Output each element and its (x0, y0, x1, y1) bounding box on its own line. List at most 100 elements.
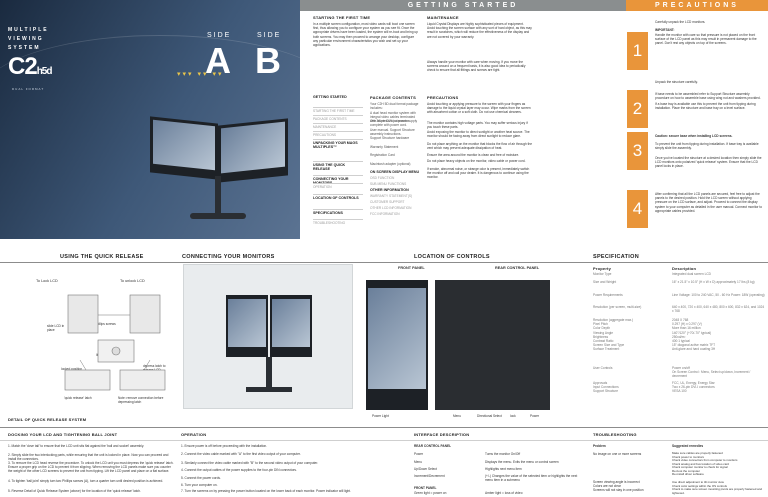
trouble-col-remedies: Suggested remedies (672, 444, 704, 448)
trouble-problem: Screen viewing angle is incorrect Colors… (593, 480, 644, 493)
spec-description: 640 x 400, 720 x 400, 640 x 480, 800 x 6… (672, 305, 765, 314)
troubleshooting-title: TROUBLESHOOTING (593, 432, 637, 437)
interface-control: Menu (414, 460, 422, 464)
to-lock-label: To Lock LCD (36, 279, 58, 283)
toc-item: PACKAGE CONTENTS (313, 117, 347, 121)
toc-item: LOCATION OF CONTROLS (313, 196, 359, 200)
package-item: Registration Card (370, 153, 395, 157)
step-body: If a base tray is available use this to … (655, 102, 756, 111)
control-label: Menu (453, 414, 461, 418)
toc-rule (313, 131, 363, 132)
interface-description: Highlights next menu item (485, 467, 522, 471)
interface-front-green: Green light = power on (414, 491, 447, 495)
toc-item: CUSTOMER SUPPORT (370, 200, 405, 204)
spec-property: Approvals Input Connections Support Stru… (593, 381, 619, 394)
package-item: Warranty Statement (370, 144, 399, 149)
spec-property: Monitor Type (593, 272, 612, 276)
operation-title: OPERATION (181, 432, 207, 437)
maintenance-body-1: Liquid Crystal Displays are highly sophi… (427, 22, 532, 39)
toc-rule (313, 183, 363, 184)
precaution-item: Avoid touching or applying pressure to t… (427, 102, 531, 115)
to-unlock-label: To unlock LCD (120, 279, 145, 283)
interface-control: Increment/Decrement (414, 474, 445, 478)
decorative-arrows: ▾▾▾ ▾▾ ▾▾ (177, 71, 224, 78)
interface-control: Up/Down Select (414, 467, 437, 471)
precautions-title: PRECAUTIONS (427, 95, 459, 100)
precaution-item: Ensure the area around the monitor is cl… (427, 153, 520, 157)
docking-step: 5. Reverse Detail of Quick Release Syste… (8, 489, 141, 493)
docking-step: 3. To remove the LCD head reverse the pr… (8, 461, 174, 474)
step-pre-text: Unpack the structure carefully. (655, 80, 698, 84)
quick-release-title: USING THE QUICK RELEASE (60, 254, 144, 260)
package-item: Your C2H 5D dual format package includes… (370, 102, 419, 111)
slide-lcd-label: slide LCD in place (47, 324, 65, 333)
control-label: lock (510, 414, 516, 418)
spec-property: Power Requirements (593, 293, 623, 297)
toc-item: UNPACKING YOUR MAGS MULTIPLES™ (313, 141, 358, 150)
docking-step: 2. Simply slide the two interlocking par… (8, 453, 169, 462)
docking-step: 1. Match the 'dove tail' to ensure that … (8, 444, 145, 448)
toc-item: USING THE QUICK RELEASE (313, 163, 346, 172)
brand-logo-text: MULTIPLE VIEWING SYSTEM (8, 26, 49, 53)
front-panel-label: FRONT PANEL (398, 266, 425, 270)
locked-position-label: locked position (61, 367, 83, 371)
toc-item: MAINTENANCE (313, 125, 337, 129)
connecting-monitors-image (183, 264, 353, 409)
side-a-letter: A (205, 40, 231, 81)
step-title: IMPORTANT: (655, 28, 675, 32)
spec-description: Integrated dual screen LCD (672, 272, 711, 276)
precautions-header: PRECAUTIONS (626, 0, 768, 11)
section-divider (0, 262, 768, 263)
toc-item: OSD FUNCTION (370, 176, 395, 180)
step-body: To prevent the unit from tipping during … (655, 142, 759, 151)
bottom-rule (0, 440, 768, 441)
model-end: d (46, 66, 52, 77)
spec-property: User Controls (593, 366, 613, 370)
toc-rule (313, 194, 363, 195)
maintenance-title: MAINTENANCE (427, 15, 459, 20)
toc-item: SUB MENU FUNCTIONS (370, 182, 407, 186)
spec-property: Resolution (per screen, multi-size) (593, 305, 642, 309)
toc-rule (313, 107, 363, 108)
step-number: 1 (627, 32, 648, 70)
trouble-col-problem: Problem (593, 444, 606, 448)
monitor-stand-image (215, 176, 221, 216)
step-body: Handle the monitor with care so that pre… (655, 33, 757, 46)
toc-rule (313, 139, 363, 140)
precaution-item: Do not place heavy objects on the monito… (427, 159, 526, 163)
model-sup: h (36, 66, 43, 77)
model-caption: DUAL FORMAT (12, 87, 45, 91)
monitor-a-image (150, 116, 218, 180)
operation-step: 7. Turn the screens on by pressing the p… (181, 489, 351, 493)
precaution-item: Avoid exposing the monitor to direct sun… (427, 130, 530, 139)
precaution-item: Do not place anything on the monitor tha… (427, 142, 533, 151)
package-item: Support Structure hardware (370, 136, 410, 140)
monitor-b-image (218, 118, 288, 183)
spec-description: FCC, UL, Energy, Energy Star Two x 26-pi… (672, 381, 715, 394)
step-body-2: Once you've located the structure at a d… (655, 156, 762, 169)
step-text: If base needs to be assembled refer to S… (655, 92, 761, 101)
model-base: C2 (8, 53, 38, 80)
docking-title: DOCKING YOUR LCD AND TIGHTENING BALL JOI… (8, 432, 118, 437)
operation-step: 1. Ensure power is off before proceeding… (181, 444, 268, 448)
side-b-label: SIDE (257, 32, 282, 39)
toc-item: STARTING THE FIRST TIME (313, 109, 355, 113)
step-number: 4 (627, 190, 648, 228)
toc-item: OTHER LCD INFORMATION (370, 206, 412, 210)
trouble-remedy: Make sure cables are properly fastened C… (672, 451, 738, 476)
rear-panel-image (435, 280, 550, 410)
brand-line: SYSTEM (8, 45, 41, 51)
toc-rule (313, 175, 363, 176)
interface-control: Power (414, 452, 424, 456)
controls-title: LOCATION OF CONTROLS (414, 254, 490, 260)
interface-title: INTERFACE DESCRIPTION (414, 432, 470, 437)
interface-front-amber: Amber light = loss of video (485, 491, 523, 495)
quick-release-latch-label: 'quick release' latch (64, 396, 92, 400)
maintenance-body-2: Always handle your monitor with care whe… (427, 60, 526, 73)
cover-panel: MULTIPLE VIEWING SYSTEM C2h5d DUAL FORMA… (0, 0, 300, 239)
rear-panel-label: REAR CONTROL PANEL (495, 266, 540, 270)
trouble-problem: No image on one or more screens (593, 452, 642, 456)
interface-front-label: FRONT PANEL (414, 486, 437, 490)
toc-item: SPECIFICATIONS (313, 211, 343, 215)
spec-description: 16" x 21.5" x 10.5" (H x W x D) approxim… (672, 280, 755, 284)
